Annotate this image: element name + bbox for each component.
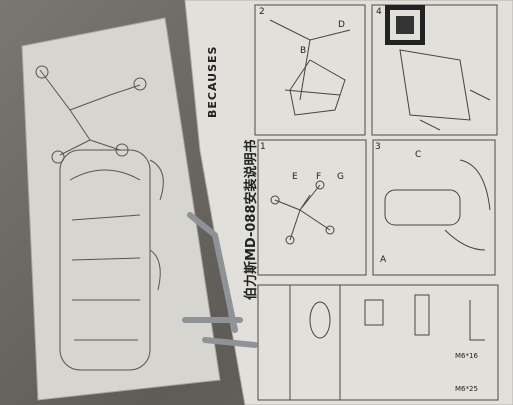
part-label-a: A [380, 255, 387, 265]
step4-chair [399, 49, 491, 131]
part-label-g: G [337, 172, 344, 182]
manual-title: 伯力斯MD-088安装说明书 [244, 139, 259, 300]
step-number-1: 1 [260, 142, 266, 152]
part-label-c: C [415, 150, 422, 160]
left-sheet-chair-drawing [35, 65, 164, 371]
step-number-3: 3 [375, 142, 381, 152]
hardware-m6x25: M6*25 [455, 385, 478, 393]
parts-row [309, 294, 485, 341]
panel-frames [254, 4, 499, 401]
brand-text: BECAUSES [206, 45, 219, 118]
step1-star-base [270, 180, 335, 245]
step-number-2: 2 [259, 7, 265, 17]
left-sheet [21, 17, 221, 401]
part-label-b: B [300, 46, 307, 56]
step3-chair [384, 159, 491, 251]
instruction-sheet [184, 0, 513, 405]
step-number-4: 4 [376, 7, 382, 17]
step2-sketch [269, 19, 351, 116]
part-label-f: F [316, 172, 322, 182]
part-label-d: D [338, 20, 345, 30]
hardware-m6x16: M6*16 [455, 352, 478, 360]
hex-key-tools [182, 212, 258, 348]
part-label-e: E [292, 172, 298, 182]
